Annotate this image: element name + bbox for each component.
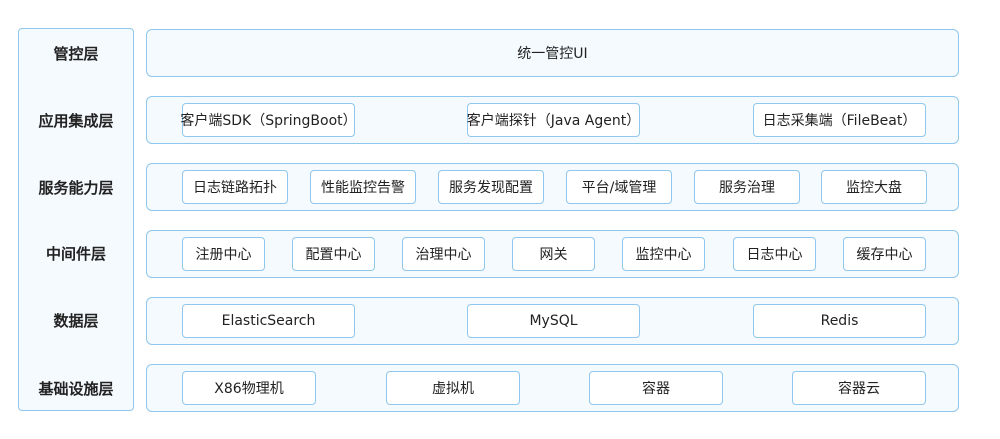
- item-client-sdk: 客户端SDK（SpringBoot）: [180, 103, 357, 137]
- item-x86-physical: X86物理机: [182, 371, 316, 405]
- unified-control-ui: 统一管控UI: [517, 46, 588, 62]
- layer-label-integration: 应用集成层: [38, 112, 114, 130]
- layer-row-integration: 客户端SDK（SpringBoot） 客户端探针（Java Agent） 日志采…: [146, 96, 959, 144]
- layer-row-capability: 日志链路拓扑 性能监控告警 服务发现配置 平台/域管理 服务治理 监控大盘: [146, 163, 959, 211]
- layer-row-data: ElasticSearch MySQL Redis: [146, 297, 959, 345]
- item-client-agent: 客户端探针（Java Agent）: [467, 103, 640, 137]
- item-container: 容器: [589, 371, 723, 405]
- item-elasticsearch: ElasticSearch: [182, 304, 355, 338]
- item-service-discovery-config: 服务发现配置: [438, 170, 544, 204]
- item-log-center: 日志中心: [733, 237, 816, 271]
- item-gateway: 网关: [512, 237, 595, 271]
- item-container-cloud: 容器云: [792, 371, 926, 405]
- layer-label-data: 数据层: [53, 312, 99, 330]
- item-monitor-dashboard: 监控大盘: [821, 170, 927, 204]
- layer-label-middleware: 中间件层: [45, 245, 106, 263]
- layer-row-infrastructure: X86物理机 虚拟机 容器 容器云: [146, 364, 959, 412]
- item-registry-center: 注册中心: [182, 237, 265, 271]
- item-monitor-center: 监控中心: [622, 237, 705, 271]
- layer-label-capability: 服务能力层: [38, 179, 114, 197]
- item-service-governance: 服务治理: [694, 170, 800, 204]
- item-mysql: MySQL: [467, 304, 640, 338]
- item-performance-alert: 性能监控告警: [310, 170, 416, 204]
- item-redis: Redis: [753, 304, 926, 338]
- layer-label-infrastructure: 基础设施层: [38, 380, 114, 398]
- layer-label-column: [18, 28, 134, 411]
- item-log-trace-topology: 日志链路拓扑: [182, 170, 288, 204]
- item-virtual-machine: 虚拟机: [386, 371, 520, 405]
- item-governance-center: 治理中心: [402, 237, 485, 271]
- item-log-collector: 日志采集端（FileBeat）: [753, 103, 926, 137]
- layer-row-middleware: 注册中心 配置中心 治理中心 网关 监控中心 日志中心 缓存中心: [146, 230, 959, 278]
- layer-label-control: 管控层: [53, 45, 99, 63]
- item-cache-center: 缓存中心: [843, 237, 926, 271]
- layer-row-control: 统一管控UI: [146, 29, 959, 77]
- item-config-center: 配置中心: [292, 237, 375, 271]
- item-platform-domain-mgmt: 平台/域管理: [566, 170, 672, 204]
